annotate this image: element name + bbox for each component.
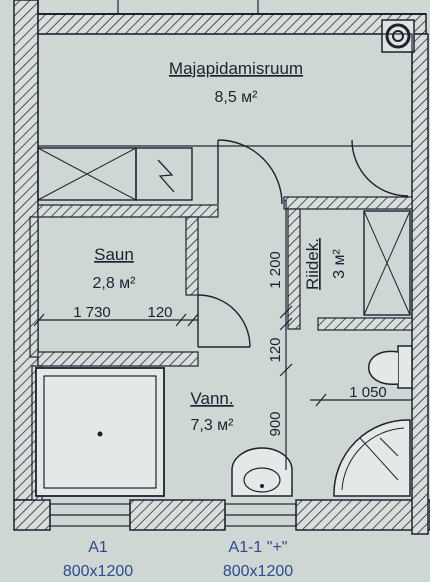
toilet	[368, 345, 413, 389]
dimension-wc-width: 1 050	[349, 384, 387, 401]
room-area-vann: 7,3 м²	[190, 417, 234, 434]
room-name-riidek: Riidek.	[303, 238, 322, 290]
window-openings	[49, 503, 297, 527]
room-name-saun: Saun	[94, 245, 134, 264]
window-size-1: 800x1200	[63, 563, 133, 580]
room-name-vann: Vann.	[190, 389, 233, 408]
room-area-riidek: 3 м²	[331, 248, 348, 278]
window-size-2: 800x1200	[223, 563, 293, 580]
window-code-2: A1-1 "+"	[229, 539, 288, 556]
walls	[13, 0, 430, 535]
shower-tray	[35, 367, 165, 497]
dimension-saun-width: 1 730	[73, 304, 111, 321]
room-area-saun: 2,8 м²	[92, 275, 136, 292]
door-swings	[197, 139, 409, 348]
dimension-corridor-top: 1 200	[267, 251, 284, 289]
dimension-corridor-bottom: 900	[267, 411, 284, 436]
dimension-corridor-mid: 120	[267, 337, 284, 362]
washbasin	[231, 447, 293, 497]
ventilation-duct-icon	[381, 19, 415, 53]
room-name-majapidamisruum: Majapidamisruum	[169, 59, 303, 78]
cabinet-units	[37, 147, 411, 316]
dimension-lines	[33, 200, 412, 470]
window-code-1: A1	[88, 539, 108, 556]
corner-shower	[333, 419, 411, 497]
dimension-saun-gap: 120	[147, 304, 172, 321]
room-area-majapidamisruum: 8,5 м²	[214, 89, 258, 106]
